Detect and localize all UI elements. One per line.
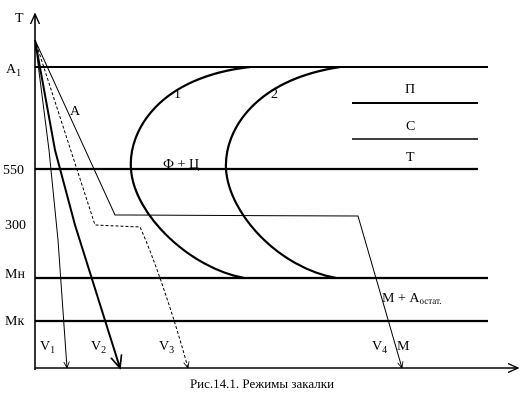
label-v2: V2 — [91, 339, 106, 356]
label-pearlite: П — [405, 82, 415, 97]
label-curve-1: 1 — [174, 87, 181, 102]
tick-a1: A1 — [6, 62, 21, 79]
cooling-v3 — [34, 39, 188, 368]
curve-1 — [129, 65, 251, 280]
label-v1: V1 — [40, 339, 55, 356]
label-martensite-retained: М + Аостат. — [382, 291, 442, 306]
label-curve-2: 2 — [271, 87, 278, 102]
tick-mn: Мн — [5, 267, 25, 282]
y-axis-label: T — [15, 11, 24, 26]
curve-2 — [224, 65, 341, 280]
label-troostite: Т — [406, 150, 415, 165]
tick-550: 550 — [3, 163, 24, 178]
tick-mk: Мк — [5, 314, 24, 329]
label-martensite: М — [397, 339, 410, 354]
figure-caption: Рис.14.1. Режимы закалки — [190, 376, 334, 391]
cooling-v4 — [34, 39, 402, 368]
label-v4: V4 — [372, 339, 387, 356]
label-v3: V3 — [159, 339, 174, 356]
label-austenite: А — [70, 104, 81, 119]
label-ferrite-cementite: Ф + Ц — [163, 157, 199, 172]
cooling-v1 — [34, 39, 67, 368]
cooling-v2 — [34, 39, 120, 368]
label-sorbite: С — [406, 119, 415, 134]
tick-300: 300 — [5, 218, 26, 233]
